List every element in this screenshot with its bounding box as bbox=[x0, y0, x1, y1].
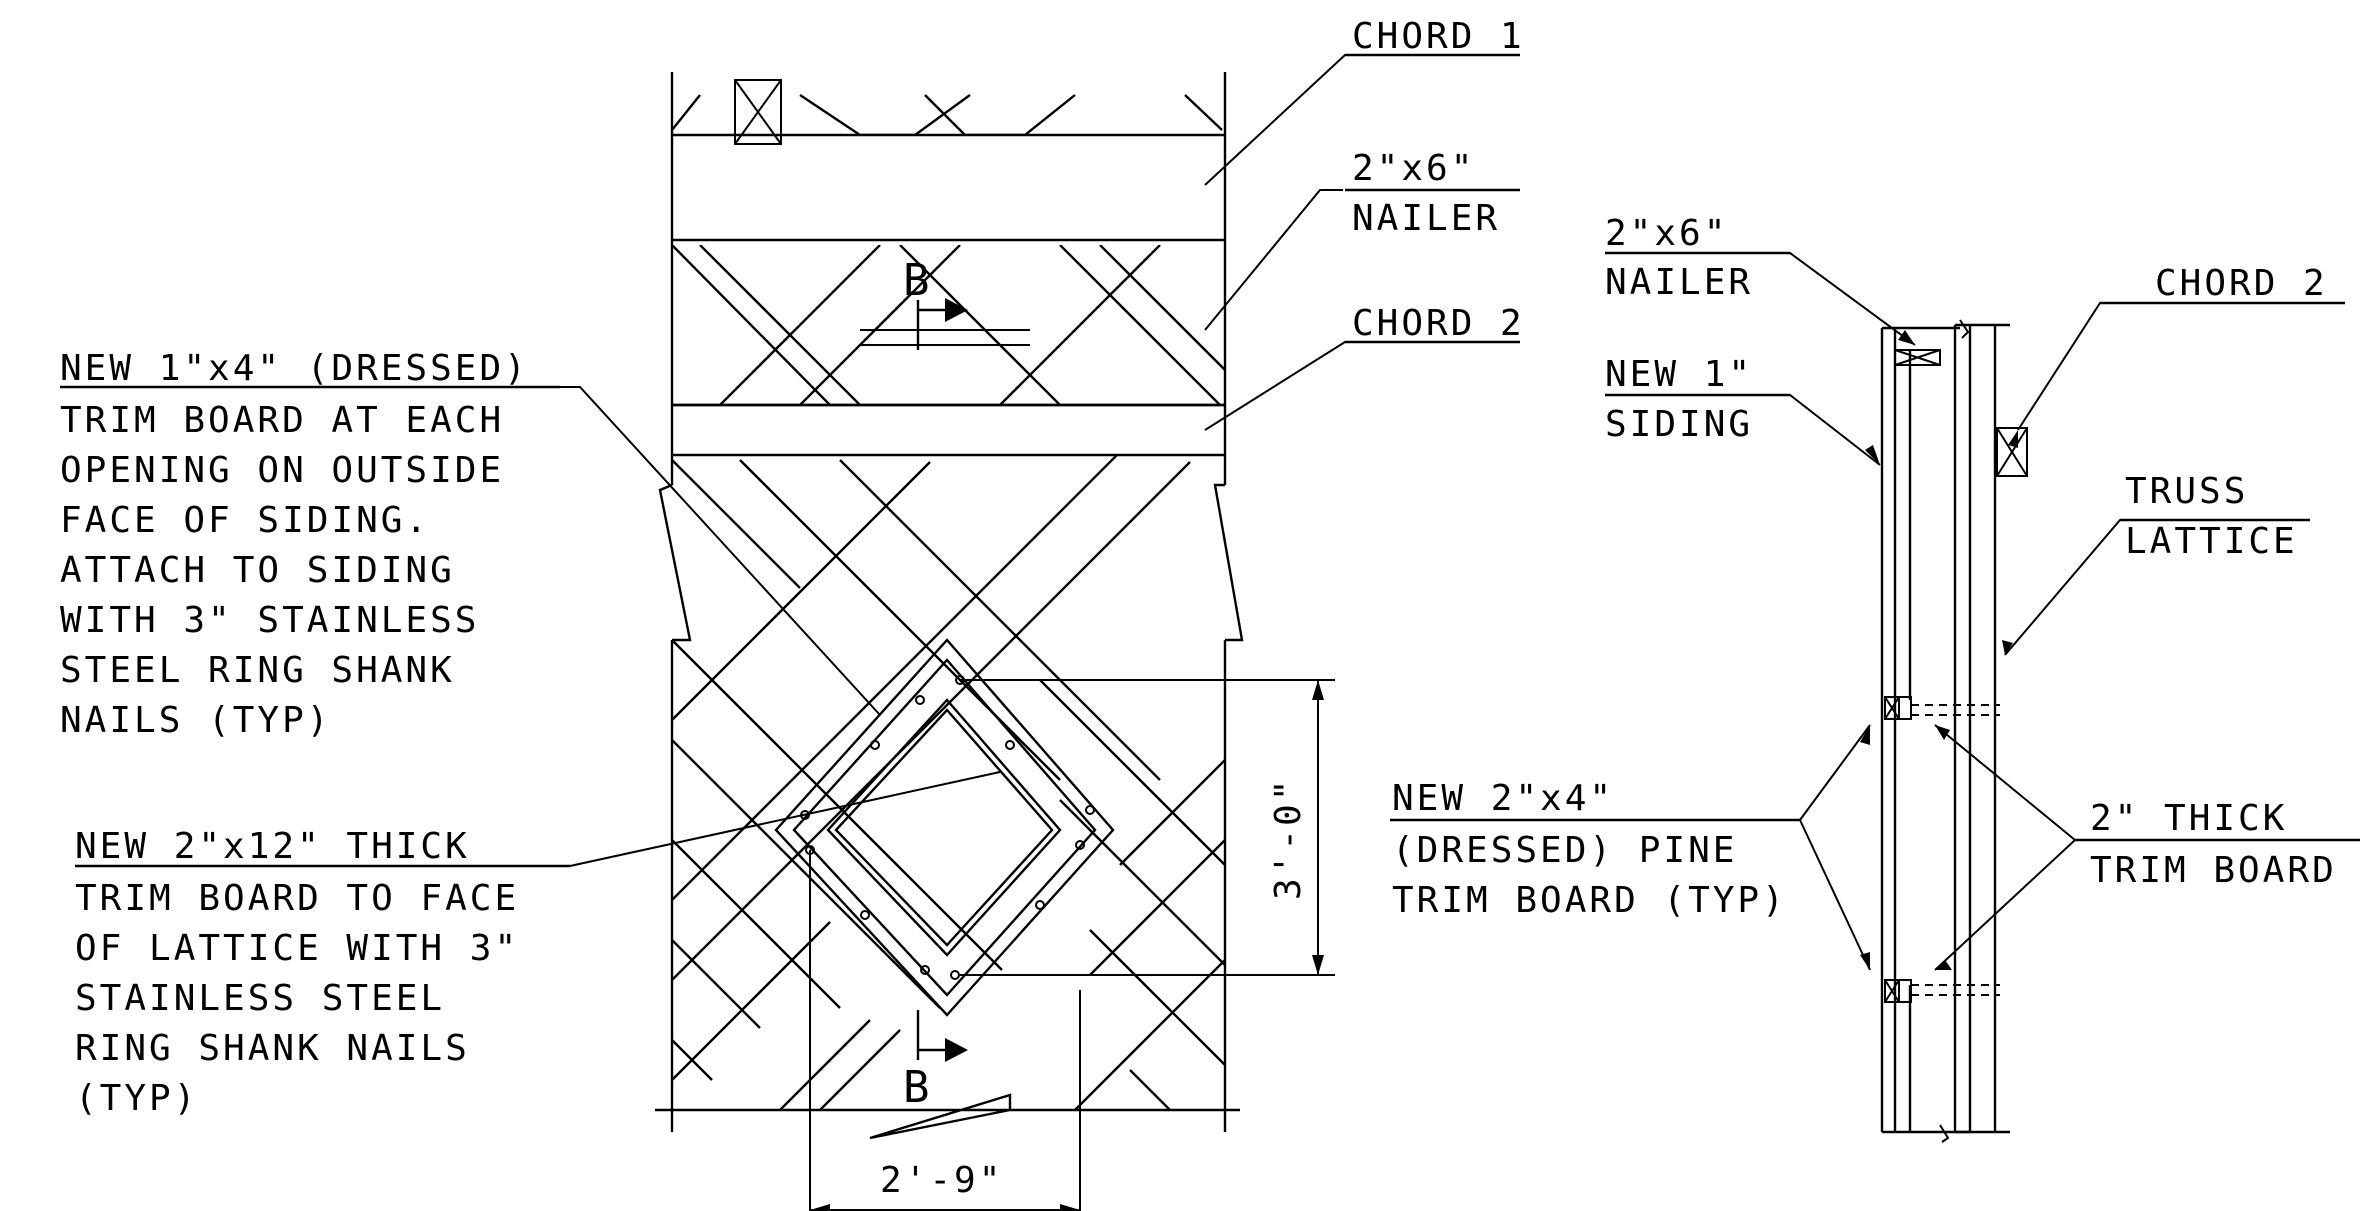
section-mark-top: B bbox=[903, 255, 930, 306]
nailer-band bbox=[672, 238, 1225, 407]
dimension-height-label: 3'-0" bbox=[1268, 777, 1309, 900]
note-thick-trim-line-1: 2" THICK bbox=[2090, 798, 2287, 839]
section-break-marks bbox=[1939, 319, 1970, 1143]
note-2x12-line-6: (TYP) bbox=[75, 1078, 198, 1119]
trim-nails bbox=[800, 675, 1095, 980]
note-2x12-line-1: NEW 2"x12" THICK bbox=[75, 826, 470, 867]
note-new-2x4-trim: NEW 2"x4" (DRESSED) PINE TRIM BOARD (TYP… bbox=[1390, 778, 1800, 921]
note-2x12-line-4: STAINLESS STEEL bbox=[75, 978, 445, 1019]
note-2x12-line-5: RING SHANK NAILS bbox=[75, 1028, 470, 1069]
section-label-lattice: LATTICE bbox=[2125, 521, 2298, 562]
section-label-siding-1: NEW 1" bbox=[1605, 354, 1753, 395]
note-1x4-line-6: WITH 3" STAINLESS bbox=[60, 600, 479, 641]
note-1x4-line-3: OPENING ON OUTSIDE bbox=[60, 450, 504, 491]
elevation-view: B B 3'-0" 2'-9" bbox=[60, 16, 1525, 1211]
chord-1-block bbox=[734, 79, 782, 145]
bottom-break-line bbox=[655, 1093, 1240, 1140]
elevation-labels: CHORD 1 2"x6" NAILER CHORD 2 NEW 1"x4" (… bbox=[60, 16, 1525, 1119]
section-b-view: 2"x6" NAILER NEW 1" SIDING CHORD 2 TRUSS… bbox=[1390, 213, 2360, 1143]
note-1x4-line-2: TRIM BOARD AT EACH bbox=[60, 400, 504, 441]
note-2x4-line-3: TRIM BOARD (TYP) bbox=[1392, 880, 1787, 921]
chord-2-member bbox=[672, 403, 1225, 457]
label-chord-2: CHORD 2 bbox=[1352, 303, 1525, 344]
section-label-siding-2: SIDING bbox=[1605, 404, 1753, 445]
dimension-width-label: 2'-9" bbox=[880, 1160, 1003, 1201]
section-mark-bottom: B bbox=[903, 1062, 930, 1113]
section-label-nailer-size: 2"x6" bbox=[1605, 213, 1728, 254]
note-new-1x4-trim: NEW 1"x4" (DRESSED) TRIM BOARD AT EACH O… bbox=[60, 348, 560, 741]
note-2x12-line-3: OF LATTICE WITH 3" bbox=[75, 928, 519, 969]
note-1x4-line-1: NEW 1"x4" (DRESSED) bbox=[60, 348, 529, 389]
chord-1-member bbox=[672, 79, 1225, 145]
section-arrowheads bbox=[1860, 330, 2018, 970]
note-2x4-line-2: (DRESSED) PINE bbox=[1392, 830, 1737, 871]
dimension-height: 3'-0" bbox=[960, 679, 1335, 976]
diamond-opening bbox=[774, 638, 1115, 1017]
label-chord-1: CHORD 1 bbox=[1352, 16, 1525, 57]
note-2x12-line-2: TRIM BOARD TO FACE bbox=[75, 878, 519, 919]
note-2in-thick-trim: 2" THICK TRIM BOARD bbox=[2075, 798, 2360, 891]
note-thick-trim-line-2: TRIM BOARD bbox=[2090, 850, 2337, 891]
note-1x4-line-5: ATTACH TO SIDING bbox=[60, 550, 455, 591]
label-nailer: NAILER bbox=[1352, 198, 1500, 239]
truss-outline bbox=[658, 72, 1244, 1132]
section-nailer-block bbox=[1894, 349, 1941, 366]
note-new-2x12-trim: NEW 2"x12" THICK TRIM BOARD TO FACE OF L… bbox=[75, 826, 570, 1119]
truss-lattice bbox=[672, 455, 1226, 1110]
dimension-width: 2'-9" bbox=[809, 850, 1081, 1211]
section-label-chord-2: CHORD 2 bbox=[2155, 263, 2328, 304]
section-cut-bottom: B bbox=[903, 1010, 968, 1113]
note-2x4-line-1: NEW 2"x4" bbox=[1392, 778, 1614, 819]
note-1x4-line-8: NAILS (TYP) bbox=[60, 700, 331, 741]
section-trim-lower bbox=[1884, 979, 2000, 1003]
section-chord-2-block bbox=[1996, 427, 2028, 477]
label-nailer-size: 2"x6" bbox=[1352, 148, 1475, 189]
note-1x4-line-4: FACE OF SIDING. bbox=[60, 500, 430, 541]
note-1x4-line-7: STEEL RING SHANK bbox=[60, 650, 455, 691]
section-label-truss: TRUSS bbox=[2125, 471, 2248, 512]
section-labels: 2"x6" NAILER NEW 1" SIDING CHORD 2 TRUSS… bbox=[1390, 213, 2360, 921]
section-trim-upper bbox=[1884, 696, 2000, 720]
section-cut-top: B bbox=[903, 255, 968, 350]
section-members bbox=[1880, 323, 2010, 1134]
section-label-nailer: NAILER bbox=[1605, 262, 1753, 303]
